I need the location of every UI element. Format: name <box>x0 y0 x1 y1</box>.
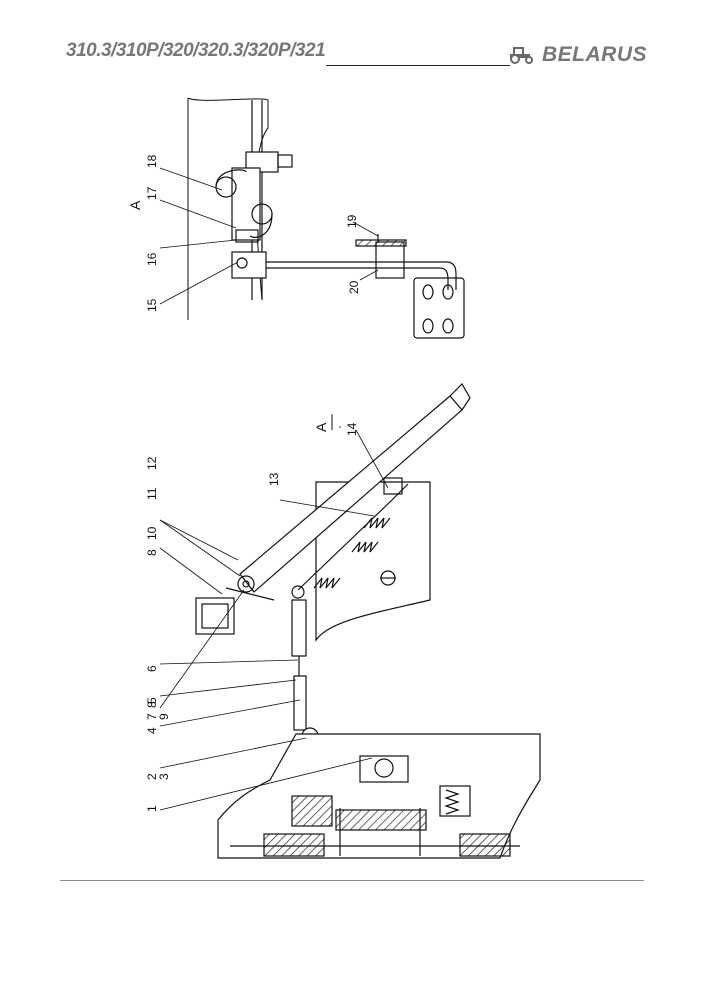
brand-name: BELARUS <box>542 43 648 66</box>
brand-logo: BELARUS <box>508 43 647 67</box>
callout-8-bottom: 8 <box>145 701 159 708</box>
callout-18: 18 <box>145 154 159 168</box>
callout-11: 11 <box>145 487 159 500</box>
tractor-icon <box>510 47 533 64</box>
callout-4: 4 <box>145 727 159 734</box>
callout-16: 16 <box>145 252 159 266</box>
document-model-title: 310.3/310P/320/320.3/320P/321 <box>66 40 326 61</box>
main-view-drawing <box>159 383 541 859</box>
callout-17: 17 <box>145 186 159 200</box>
callout-14: 14 <box>345 422 359 436</box>
callout-5: 5 <box>145 697 159 704</box>
callout-9: 9 <box>157 713 171 720</box>
callout-13: 13 <box>267 472 281 486</box>
callout-2: 2 <box>145 773 159 780</box>
header-rule <box>326 65 510 66</box>
callout-20: 20 <box>347 280 361 294</box>
view-a-label: A <box>127 200 143 210</box>
callout-19: 19 <box>345 214 359 228</box>
callout-8-top: 8 <box>145 549 159 556</box>
callout-15: 15 <box>145 298 159 312</box>
callout-1: 1 <box>145 805 159 812</box>
callout-10: 10 <box>145 526 159 540</box>
view-a-drawing <box>159 97 465 339</box>
callout-6: 6 <box>145 665 159 672</box>
callout-3: 3 <box>157 773 171 780</box>
main-view-a-label: A <box>313 422 329 432</box>
callout-12: 12 <box>145 456 159 470</box>
footer-rule <box>60 880 644 881</box>
callout-7: 7 <box>145 713 159 720</box>
